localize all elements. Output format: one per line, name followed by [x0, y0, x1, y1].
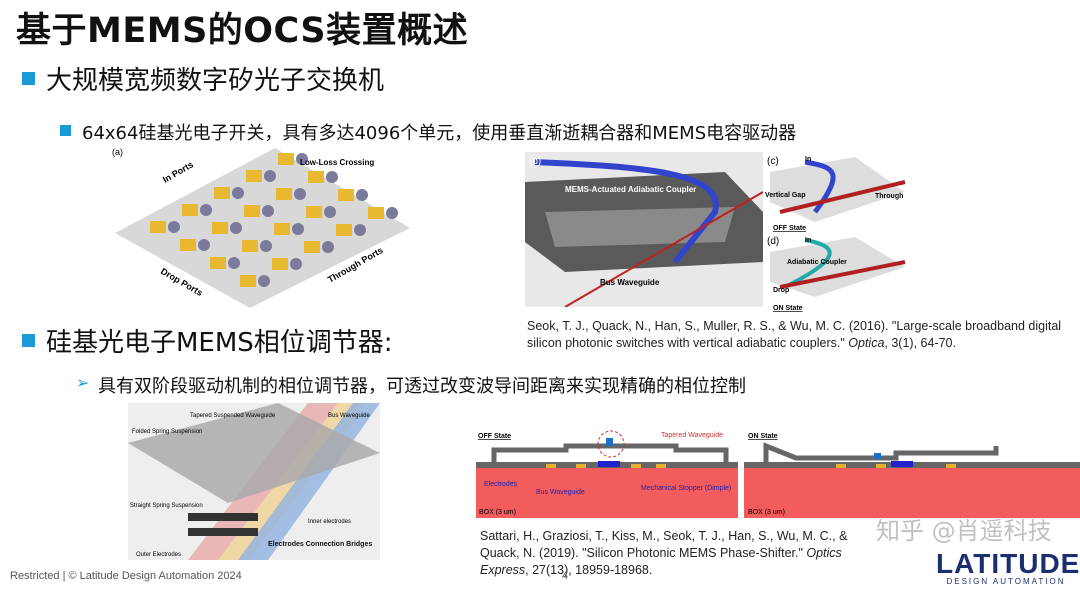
label-through: Through [875, 193, 903, 200]
logo-name: LATITUDE [936, 548, 1080, 579]
crossing [292, 223, 304, 235]
label-drop: Drop [773, 287, 789, 294]
crossing [230, 222, 242, 234]
figure-d-panel: (d) [767, 236, 779, 247]
label-bus-waveguide: Bus Waveguide [536, 489, 585, 496]
label-folded-spring: Folded Spring Suspension [132, 429, 202, 435]
section2-heading: 硅基光电子MEMS相位调节器: [46, 328, 393, 358]
switch-cell [212, 222, 228, 234]
label-straight-spring: Straight Spring Suspension [130, 503, 203, 509]
logo-sub: DESIGN AUTOMATION [946, 577, 1066, 586]
label-off-state: OFF State [773, 225, 806, 232]
label-box: BOX (3 um) [748, 509, 785, 516]
label-electrodes: Electrodes [484, 481, 518, 488]
label-connection-bridges: Electrodes Connection Bridges [268, 541, 372, 548]
section2-bullet: 具有双阶段驱动机制的相位调节器，可透过改变波导间距离来实现精确的相位控制 [98, 376, 746, 397]
crossing [168, 221, 180, 233]
switch-cell [338, 189, 354, 201]
switch-cell [308, 171, 324, 183]
crossing [228, 257, 240, 269]
crossing [258, 275, 270, 287]
figure-switch-array: (a) In Ports Low-Loss Crossing Drop Port… [112, 147, 410, 308]
label-on-state: ON State [773, 305, 803, 312]
figure-b-panel: (b) [529, 156, 541, 167]
label-off-state: OFF State [478, 433, 511, 440]
label-low-loss-crossing: Low-Loss Crossing [300, 158, 374, 167]
citation-text: Sattari, H., Graziosi, T., Kiss, M., Seo… [480, 529, 848, 560]
switch-cell [278, 153, 294, 165]
citation-tail: , 3(1), 64-70. [884, 336, 956, 350]
crossing [290, 258, 302, 270]
crossing [198, 239, 210, 251]
page-number: 4 [562, 570, 569, 582]
crossing [264, 170, 276, 182]
figure-cross-section: OFF State ON State Tapered Waveguide Ele… [476, 430, 1080, 518]
crossing [232, 187, 244, 199]
figure-coupler-states: (c) In Vertical Gap Through OFF State (d… [765, 156, 906, 312]
label-vertical-gap: Vertical Gap [765, 192, 805, 199]
citation-tail: , 27(13), 18959-18968. [525, 563, 653, 577]
crossing [200, 204, 212, 216]
figure-mems-coupler: (b) MEMS-Actuated Adiabatic Coupler Bus … [525, 152, 763, 307]
crossing [296, 153, 308, 165]
crossing [322, 241, 334, 253]
switch-cell [150, 221, 166, 233]
label-bus-waveguide: Bus Waveguide [328, 413, 370, 419]
switch-cell [210, 257, 226, 269]
watermark: 知乎 @肖遥科技 [876, 517, 1052, 545]
label-mems-coupler: MEMS-Actuated Adiabatic Coupler [565, 185, 696, 194]
page-title: 基于MEMS的OCS装置概述 [16, 11, 469, 51]
section1-heading: 大规模宽频数字矽光子交换机 [46, 66, 385, 96]
switch-cell [242, 240, 258, 252]
label-in: In [805, 237, 811, 244]
label-on-state: ON State [748, 433, 778, 440]
switch-cell [244, 205, 260, 217]
section1-bullet: 64x64硅基光电子开关，具有多达4096个单元，使用垂直渐逝耦合器和MEMS电… [82, 123, 797, 144]
switch-cell [246, 170, 262, 182]
crossing [294, 188, 306, 200]
citation-journal: Optics Express [480, 546, 842, 577]
crossing [324, 206, 336, 218]
crossing [260, 240, 272, 252]
label-inner-electrodes: Inner electrodes [308, 519, 351, 525]
switch-cell [240, 275, 256, 287]
label-box: BOX (3 um) [479, 509, 516, 516]
label-tapered-suspended-waveguide: Tapered Suspended Waveguide [190, 413, 276, 419]
label-bus-waveguide: Bus Waveguide [600, 278, 660, 287]
switch-cell [180, 239, 196, 251]
label-in-ports: In Ports [161, 159, 195, 184]
citation-sattari: Sattari, H., Graziosi, T., Kiss, M., Seo… [480, 528, 860, 579]
crossing [354, 224, 366, 236]
figure-c-panel: (c) [767, 156, 779, 167]
label-in: In [805, 156, 811, 163]
label-outer-electrodes: Outer Electrodes [136, 552, 181, 558]
bullet-square-icon [60, 125, 71, 136]
switch-cell [306, 206, 322, 218]
switch-cell [368, 207, 384, 219]
bullet-square-icon [22, 72, 35, 85]
crossing [326, 171, 338, 183]
label-mechanical-stopper: Mechanical Stopper (Dimple) [641, 485, 731, 492]
label-tapered-waveguide: Tapered Waveguide [661, 432, 723, 439]
switch-cell [214, 187, 230, 199]
footer-text: Restricted | © Latitude Design Automatio… [10, 570, 242, 582]
switch-cell [336, 224, 352, 236]
arrow-bullet-icon: ➢ [76, 373, 90, 392]
figure-a-panel: (a) [112, 147, 123, 157]
citation-seok: Seok, T. J., Quack, N., Han, S., Muller,… [527, 318, 1067, 352]
switch-cell [274, 223, 290, 235]
label-adiabatic-coupler: Adiabatic Coupler [787, 259, 847, 266]
bullet-square-icon [22, 334, 35, 347]
switch-cell [304, 241, 320, 253]
crossing [262, 205, 274, 217]
crossing [356, 189, 368, 201]
switch-cell [276, 188, 292, 200]
citation-journal: Optica [848, 336, 885, 350]
crossing [386, 207, 398, 219]
logo: LATITUDE DESIGN AUTOMATION [936, 548, 1080, 587]
switch-cell [272, 258, 288, 270]
switch-cell [182, 204, 198, 216]
figure-phase-shifter: Tapered Suspended Waveguide Bus Waveguid… [128, 403, 380, 560]
citation-text: Seok, T. J., Quack, N., Han, S., Muller,… [527, 319, 1062, 350]
